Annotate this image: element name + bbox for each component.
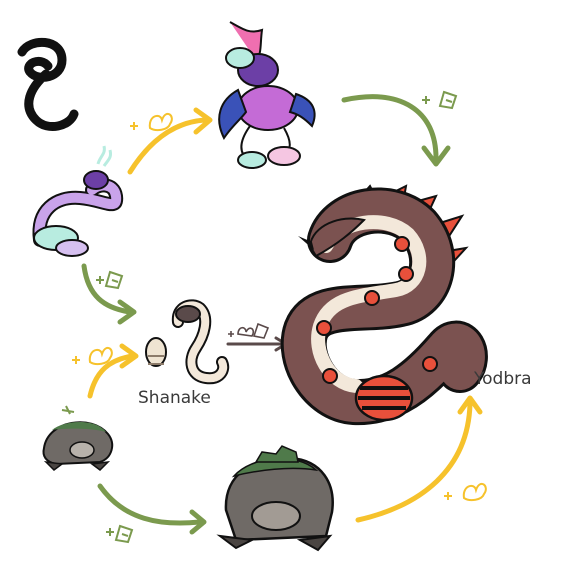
shanake-creature — [145, 299, 230, 385]
plus-sparkle-icon — [130, 112, 173, 132]
yodbra-label: Yodbra — [473, 369, 532, 389]
arrow-green-to-shanake — [81, 263, 133, 315]
plus-stone-icon — [96, 270, 124, 290]
plus-stone-icon — [422, 90, 458, 110]
small-turtle-creature — [42, 405, 114, 471]
arrow-yellow-to-flyer — [127, 117, 208, 175]
plus-sparkle-icon — [72, 346, 113, 366]
plus-stone-sparkle-icon — [228, 322, 270, 339]
yodbra-creature — [280, 184, 488, 426]
big-turtle-creature — [216, 445, 334, 552]
purple-flyer-creature — [218, 21, 316, 169]
arrow-green-flyer-to-yodbra — [341, 94, 439, 161]
arrow-green-turtle-evolve — [97, 483, 203, 526]
arrow-yellow-turtle-to-shanake — [87, 353, 135, 399]
corner-glyph — [17, 37, 79, 132]
plus-stone-icon — [106, 524, 134, 544]
arrow-yellow-to-yodbra — [355, 401, 473, 523]
purple-serpent-creature — [32, 145, 124, 257]
shanake-label: Shanake — [138, 388, 211, 408]
plus-sparkle-icon — [444, 482, 487, 502]
